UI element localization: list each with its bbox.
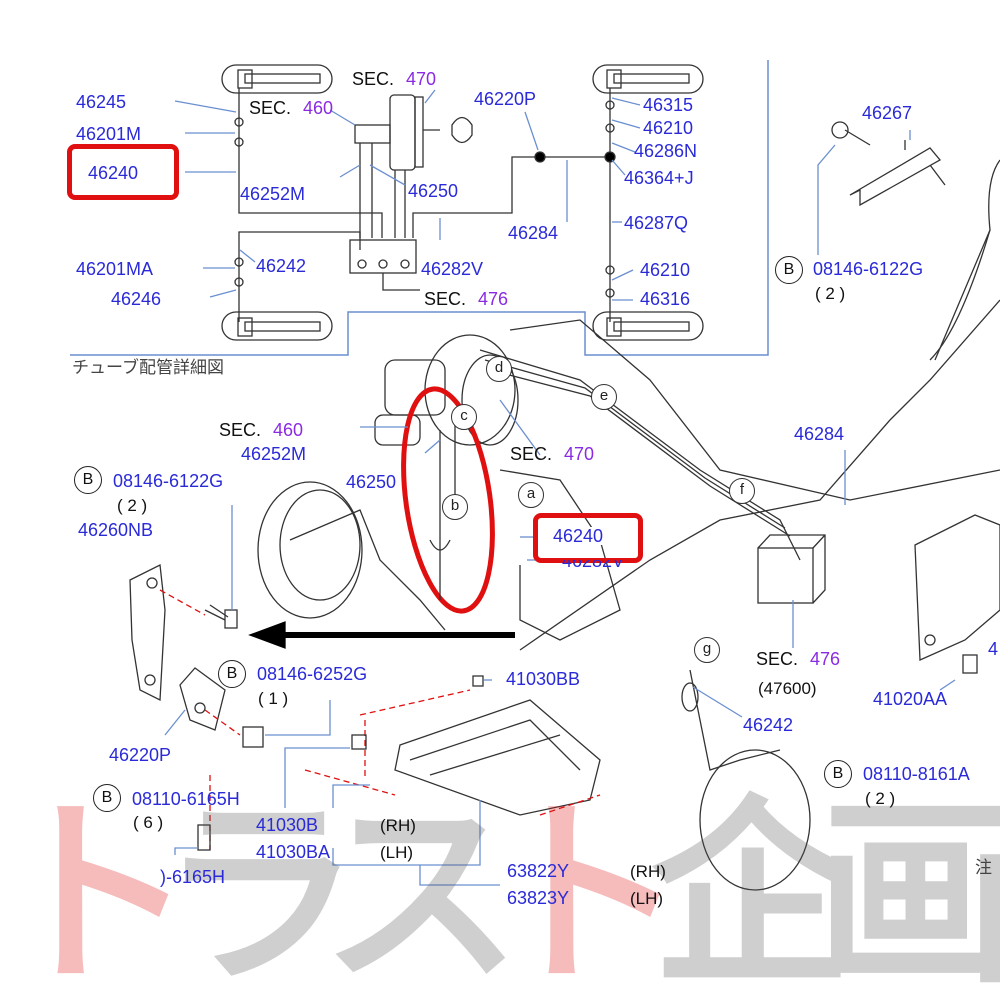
- part-label[interactable]: 46201M: [76, 124, 142, 144]
- side-rh: (RH): [630, 862, 666, 881]
- part-label[interactable]: 46315: [643, 95, 694, 115]
- callout-c: c: [451, 404, 477, 430]
- part-label[interactable]: 41030BA: [256, 842, 331, 862]
- part-label[interactable]: 46242: [743, 715, 794, 735]
- callout-b: b: [442, 494, 468, 520]
- part-label[interactable]: 46201MA: [76, 259, 154, 279]
- highlight-box-inset: [67, 144, 179, 200]
- callout-f: f: [729, 478, 755, 504]
- part-label-cut[interactable]: 4: [988, 639, 999, 659]
- bracket-41020AA: [914, 514, 1000, 674]
- inset-wheel-rl: [221, 311, 333, 341]
- bracket-46260NB: [129, 564, 166, 702]
- section-ref[interactable]: SEC.460: [219, 420, 304, 440]
- callout-d: d: [486, 356, 512, 382]
- quantity: ( 2 ): [815, 284, 846, 303]
- part-label[interactable]: 41030B: [256, 815, 319, 835]
- clip-41030: [351, 734, 367, 750]
- part-label[interactable]: 46260NB: [78, 520, 154, 540]
- part-label[interactable]: 46252M: [241, 444, 307, 464]
- part-label-highlighted[interactable]: 46240: [553, 526, 604, 546]
- bolt-left: [204, 604, 238, 629]
- quantity: ( 1 ): [258, 689, 289, 708]
- part-label[interactable]: 08146-6122G: [813, 259, 924, 279]
- part-label[interactable]: 46252M: [240, 184, 306, 204]
- front-left-brake: [257, 481, 446, 631]
- part-label[interactable]: 08110-8161A: [863, 764, 970, 784]
- highlight-box-main: [533, 513, 643, 563]
- section-ref[interactable]: SEC.460: [249, 98, 334, 118]
- callout-g: g: [694, 637, 720, 663]
- quantity: ( 2 ): [865, 789, 896, 808]
- part-label[interactable]: 63823Y: [507, 888, 570, 908]
- quantity: ( 6 ): [133, 813, 164, 832]
- part-label[interactable]: 41020AA: [873, 689, 948, 709]
- part-label[interactable]: 46250: [408, 181, 459, 201]
- bracket-46220P: [179, 667, 226, 731]
- part-label[interactable]: 08146-6252G: [257, 664, 368, 684]
- part-label[interactable]: 46210: [643, 118, 694, 138]
- section-ref[interactable]: SEC.470: [510, 444, 595, 464]
- quantity: ( 2 ): [117, 496, 148, 515]
- part-label[interactable]: 46282V: [562, 551, 625, 571]
- inset-wheel-rr: [592, 311, 704, 341]
- part-label[interactable]: 46246: [111, 289, 162, 309]
- inset-wheel-fl: [221, 64, 333, 94]
- engine-undercover: [394, 699, 601, 816]
- part-label[interactable]: 46220P: [474, 89, 537, 109]
- section-ref[interactable]: SEC.476: [756, 649, 841, 669]
- part-label[interactable]: 46267: [862, 103, 913, 123]
- bolt-46220P: [242, 726, 264, 748]
- part-label[interactable]: 46284: [794, 424, 845, 444]
- part-label[interactable]: 46242: [256, 256, 307, 276]
- part-label[interactable]: 41030BB: [506, 669, 581, 689]
- side-lh: (LH): [630, 889, 664, 908]
- part-label-highlighted[interactable]: 46240: [88, 163, 139, 183]
- part-label[interactable]: 46210: [640, 260, 691, 280]
- assembly-number: (47600): [758, 679, 817, 698]
- abs-actuator: [757, 547, 814, 604]
- bolt-marker-b: B: [775, 256, 803, 284]
- part-label[interactable]: 46364+J: [624, 168, 694, 188]
- part-label[interactable]: 08146-6122G: [113, 471, 224, 491]
- part-label[interactable]: 46287Q: [624, 213, 689, 233]
- bolt-marker-b: B: [74, 466, 102, 494]
- part-label[interactable]: 46245: [76, 92, 127, 112]
- bracket-46267: [831, 121, 946, 207]
- part-label[interactable]: 46286N: [634, 141, 698, 161]
- part-label[interactable]: 63822Y: [507, 861, 570, 881]
- inset-frame: [70, 60, 769, 356]
- note-mark: 注: [975, 858, 992, 878]
- side-rh: (RH): [380, 816, 416, 835]
- part-label[interactable]: 46282V: [421, 259, 484, 279]
- bolt-marker-b: B: [218, 660, 246, 688]
- section-ref[interactable]: SEC.476: [424, 289, 509, 309]
- inset-title: チューブ配管詳細図: [72, 358, 224, 378]
- section-ref[interactable]: SEC.470: [352, 69, 437, 89]
- bolt-marker-b: B: [824, 760, 852, 788]
- part-label[interactable]: 46250: [346, 472, 397, 492]
- part-label[interactable]: )-6165H: [160, 867, 226, 887]
- rear-brake: [681, 669, 811, 891]
- callout-a: a: [518, 482, 544, 508]
- callout-e: e: [591, 384, 617, 410]
- part-label[interactable]: 46284: [508, 223, 559, 243]
- side-lh: (LH): [380, 843, 414, 862]
- inset-wheel-fr: [592, 64, 704, 94]
- highlight-ellipse: [401, 386, 495, 614]
- bolt-marker-b: B: [93, 784, 121, 812]
- part-label[interactable]: 46316: [640, 289, 691, 309]
- part-label[interactable]: 46220P: [109, 745, 172, 765]
- part-label[interactable]: 08110-6165H: [132, 789, 240, 809]
